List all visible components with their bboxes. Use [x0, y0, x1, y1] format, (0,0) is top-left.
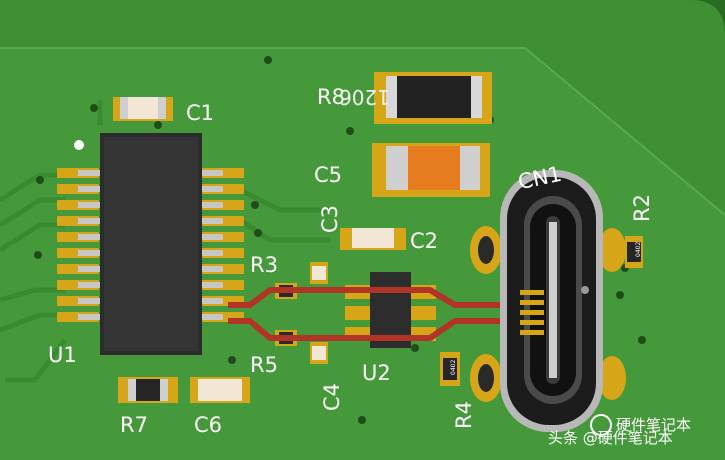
r2-resistor	[625, 236, 643, 268]
label-c1: C1	[186, 101, 214, 125]
label-c6: C6	[194, 413, 222, 437]
r4-marking: 0402	[450, 360, 457, 375]
u1-top	[104, 137, 198, 351]
watermark-line2: 头条 @硬件笔记本	[548, 429, 673, 447]
cn1-usb-c-connector	[470, 170, 626, 432]
label-u1: U1	[48, 343, 77, 367]
label-r2: R2	[630, 194, 654, 222]
label-r7: R7	[120, 413, 148, 437]
u1-leads	[78, 170, 223, 320]
r7-resistor	[118, 377, 178, 403]
label-c4: C4	[320, 383, 344, 411]
label-c2: C2	[410, 229, 438, 253]
label-r8: R8	[317, 85, 345, 109]
pour-edge	[0, 47, 725, 216]
c1-capacitor	[113, 97, 173, 121]
c5-capacitor	[372, 143, 490, 197]
label-c3: C3	[318, 205, 342, 233]
c4-capacitor	[310, 342, 328, 364]
r2-marking: 0402	[635, 242, 642, 257]
label-c5: C5	[314, 163, 342, 187]
u1-pin1-dot	[74, 140, 84, 150]
background-traces	[0, 100, 330, 383]
r4-resistor	[440, 352, 460, 386]
label-u2: U2	[362, 361, 391, 385]
c6-capacitor	[190, 377, 250, 403]
usb-data-traces	[228, 287, 545, 341]
vias	[34, 56, 646, 424]
c2-capacitor	[340, 228, 406, 250]
watermark-line1: 硬件笔记本	[616, 416, 691, 434]
label-r3: R3	[250, 253, 278, 277]
label-r5: R5	[250, 353, 278, 377]
c3-capacitor	[310, 262, 328, 284]
r8-resistor	[374, 72, 492, 124]
label-r4: R4	[452, 401, 476, 429]
watermark: 硬件笔记本 头条 @硬件笔记本	[548, 414, 691, 447]
r8-marking: 1206	[339, 85, 390, 109]
watermark-logo-icon	[590, 414, 612, 436]
